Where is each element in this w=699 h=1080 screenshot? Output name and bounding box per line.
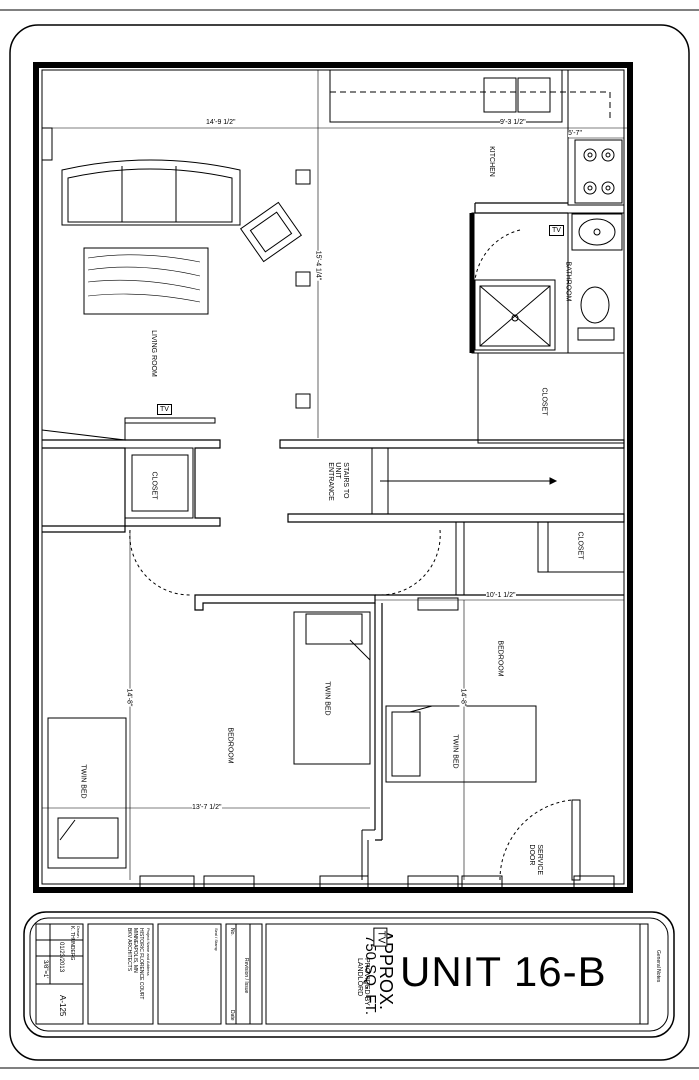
kitchen-label: KITCHEN xyxy=(487,146,495,177)
closet-lower-right-label: CLOSET xyxy=(576,531,584,560)
tv-icon-living: TV xyxy=(157,404,172,415)
date-label: Date xyxy=(229,1010,235,1021)
bedroom-right-label: BEDROOM xyxy=(496,640,504,677)
dim-bedroom-left-depth: 14'-8" xyxy=(125,688,133,707)
twin-bed-center-label: TWIN BED xyxy=(323,681,331,716)
general-notes-label: General Notes xyxy=(655,950,661,983)
dim-bedroom-right-depth: 14'-8" xyxy=(459,688,467,707)
no-label: No. xyxy=(229,928,235,936)
drawn-by: K. THUNDERG xyxy=(69,926,75,961)
bathroom-label: BATHROOM xyxy=(564,261,572,302)
service-door-label: SERVICE DOOR xyxy=(528,844,543,875)
closet-left-label: CLOSET xyxy=(150,471,158,500)
tv-icon-bathroom: TV xyxy=(549,225,564,236)
project-name: HISTORIC FLORENCE COURT MINNEAPOLIS, MN … xyxy=(126,928,144,1000)
dim-living-width: 14'-9 1/2" xyxy=(206,119,236,126)
revision-label: Revision / Issue xyxy=(243,958,249,994)
unit-title: UNIT 16-B xyxy=(400,948,607,995)
tv-icon-title: TV xyxy=(373,927,388,947)
bedroom-left-label: BEDROOM xyxy=(226,727,234,764)
dim-bedroom-right-width: 10'-1 1/2" xyxy=(486,592,516,599)
dim-kitchen-small: 5'-7" xyxy=(568,130,582,137)
twin-bed-left-label: TWIN BED xyxy=(79,764,87,799)
dim-living-depth: 15'-4 1/4" xyxy=(314,250,322,281)
dim-bedroom-left-width: 13'-7 1/2" xyxy=(192,804,222,811)
scale-value: 3/8"=1' xyxy=(42,960,48,979)
drawn-by-label: Drawn xyxy=(76,926,81,938)
provided-label: PROVIDED BY LANDLORD xyxy=(356,958,370,1006)
closet-upper-right-label: CLOSET xyxy=(540,387,548,416)
date-value: 01/23/2013 xyxy=(58,942,64,973)
seal-label: Seal / Stamp xyxy=(214,928,219,951)
sheet-number: A-125 xyxy=(58,995,67,1017)
project-name-label: Project Name and Address xyxy=(146,928,151,976)
living-room-label: LIVING ROOM xyxy=(149,330,157,377)
dim-kitchen-width: 9'-3 1/2" xyxy=(500,119,526,126)
stairs-label: STAIRS TO UNIT ENTRANCE xyxy=(326,462,349,501)
twin-bed-right-label: TWIN BED xyxy=(451,734,459,769)
